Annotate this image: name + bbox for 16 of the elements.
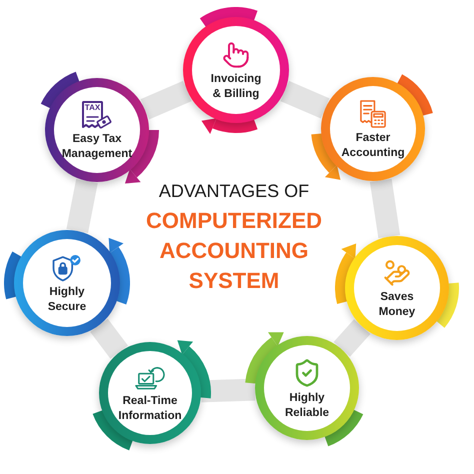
receipt-label: TAX: [82, 100, 103, 112]
connector-band: [90, 318, 128, 359]
title-text: ADVANTAGES OF COMPUTERIZED ACCOUNTING SYSTEM: [145, 180, 323, 295]
advantage-label: Invoicing & Billing: [210, 72, 262, 102]
advantage-label: Real-Time Information: [117, 394, 183, 424]
advantage-label: Faster Accounting: [340, 130, 406, 160]
advantage-label: Highly Reliable: [284, 390, 330, 420]
advantage-label: Saves Money: [378, 290, 416, 320]
connector-band: [200, 378, 256, 402]
connector-band: [334, 319, 370, 357]
connector-band: [140, 80, 192, 120]
advantage-label: Easy Tax Management: [60, 132, 134, 162]
connector-band: [280, 80, 330, 119]
connector-band: [370, 178, 400, 238]
connector-band: [66, 178, 98, 234]
advantage-label: Highly Secure: [46, 284, 88, 314]
